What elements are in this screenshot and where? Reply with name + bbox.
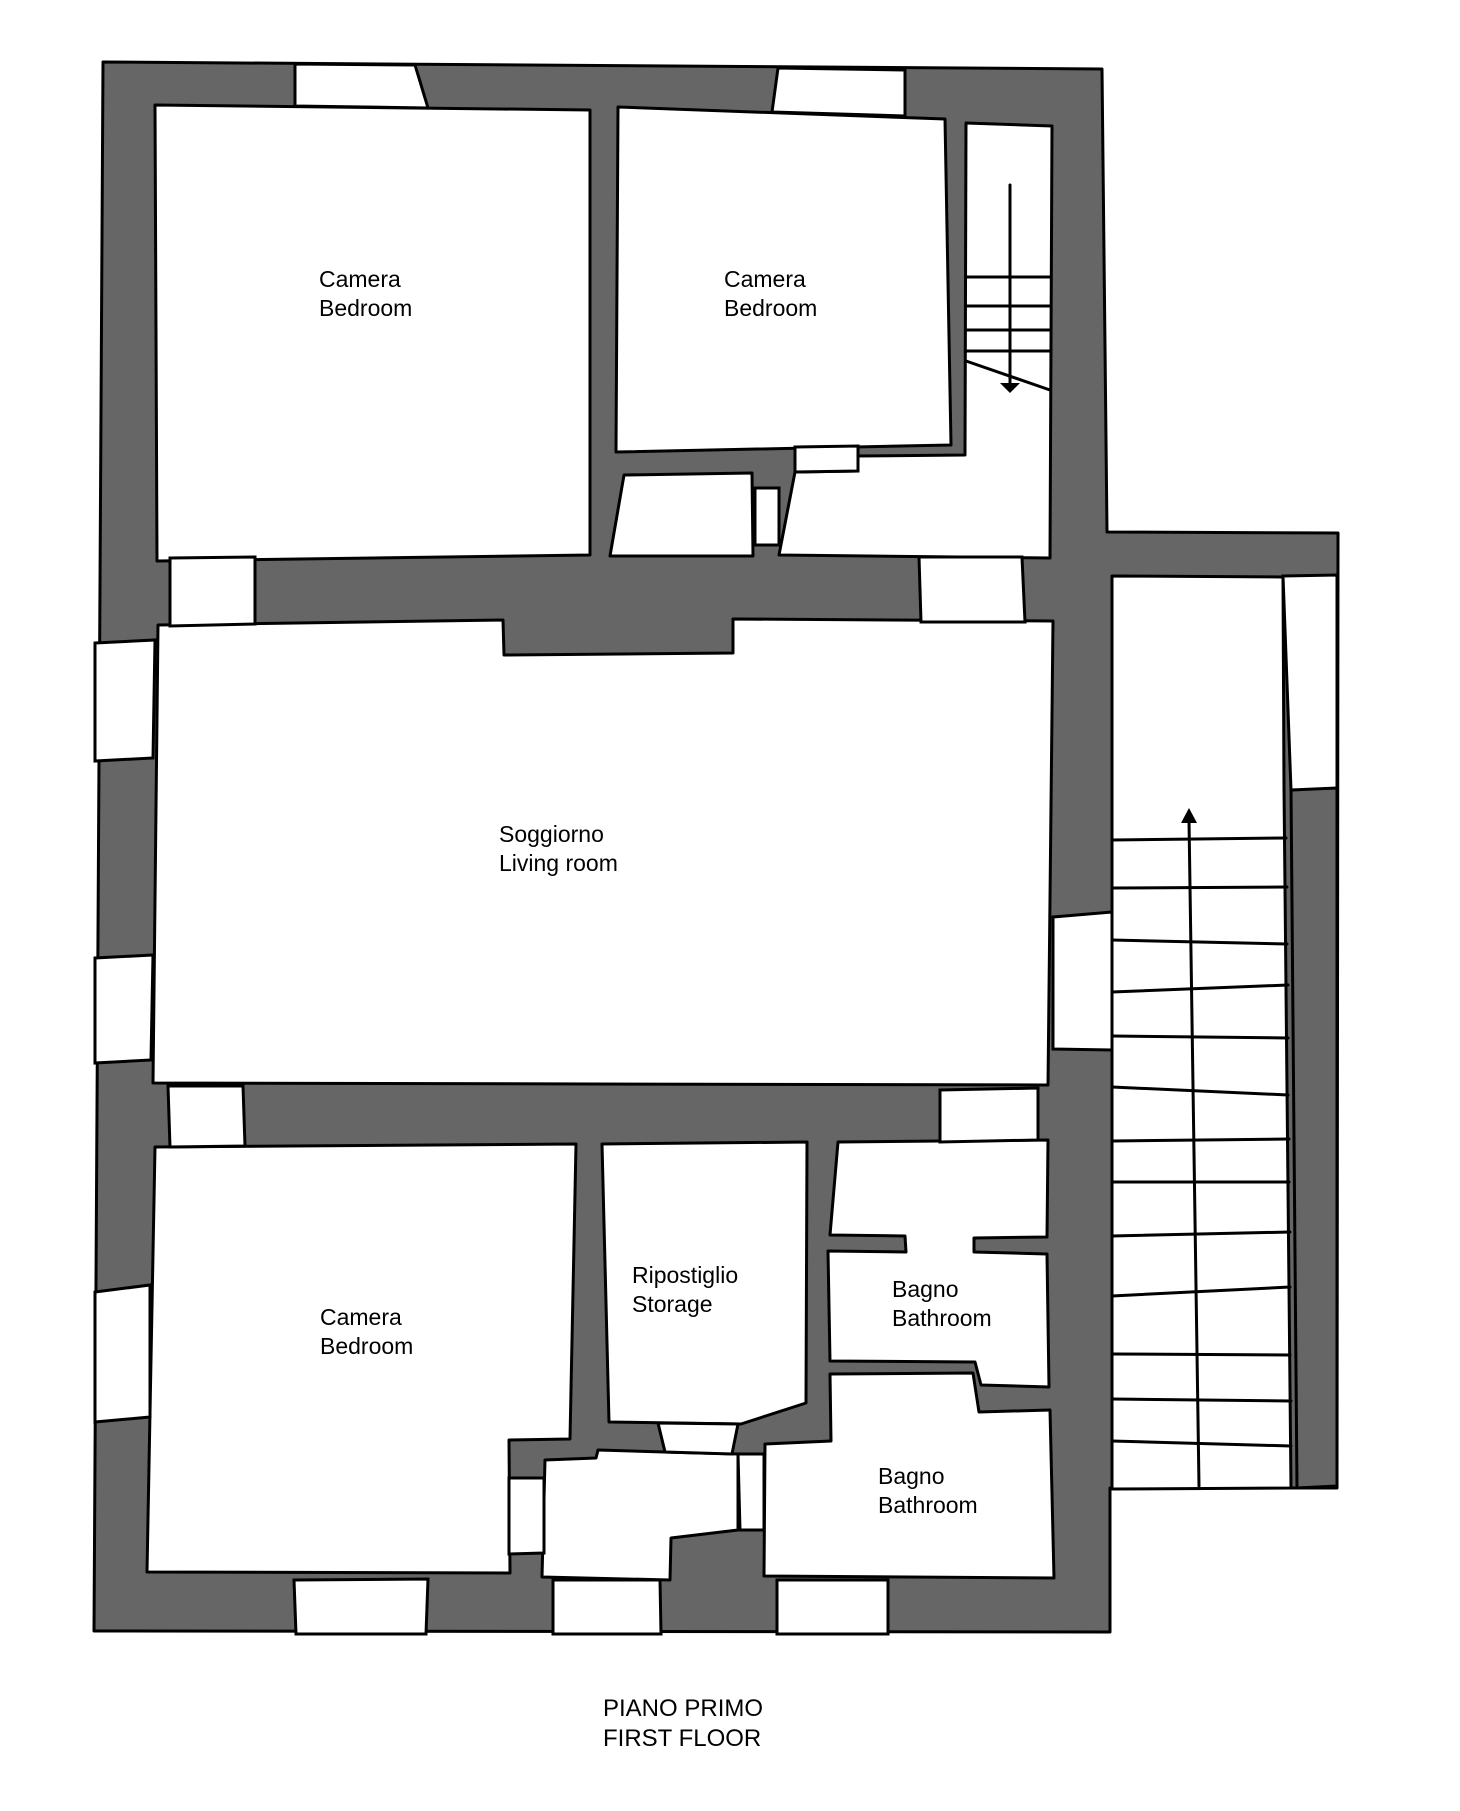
room-living-room — [151, 617, 1055, 1087]
window-left-1[interactable] — [93, 638, 157, 763]
stair-tread — [1110, 1439, 1293, 1448]
stair-direction-line — [1187, 818, 1201, 1488]
door-living-bedroom-bl[interactable] — [166, 1084, 247, 1149]
stair-tread — [1110, 836, 1288, 842]
stair-tread — [1110, 1285, 1292, 1298]
window-right-1[interactable] — [1051, 910, 1114, 1052]
label-bathroom-lower-it: Bagno — [878, 1463, 945, 1489]
door-bedroom-tl-living[interactable] — [168, 555, 257, 628]
room-bathroom-lower — [762, 1371, 1056, 1580]
window-bottom-1[interactable] — [292, 1577, 430, 1636]
label-bathroom-upper-en: Bathroom — [892, 1305, 992, 1331]
door-living-bath[interactable] — [938, 1086, 1040, 1144]
label-bedroom-bottom-left-en: Bedroom — [320, 1333, 413, 1359]
door-storage-hall[interactable] — [656, 1421, 740, 1456]
room-bedroom-bottom-left — [145, 1142, 578, 1575]
stair-tread — [964, 359, 1052, 392]
window-bottom-3[interactable] — [775, 1578, 890, 1636]
floor-title-en: FIRST FLOOR — [603, 1725, 761, 1752]
door-hall-living[interactable] — [917, 555, 1027, 624]
stair-tread — [1110, 938, 1289, 946]
label-living-room-en: Living room — [499, 850, 618, 876]
stair-tread — [1110, 1230, 1292, 1238]
door-bedroom-bl-hall[interactable] — [507, 1476, 546, 1556]
stair-tread — [1110, 885, 1289, 890]
room-bedroom-top-left — [153, 103, 592, 563]
window-top-1[interactable] — [293, 62, 431, 110]
door-bedroom-tr[interactable] — [793, 444, 860, 474]
label-bedroom-top-left-it: Camera — [319, 266, 401, 292]
stair-tread — [1110, 983, 1290, 994]
window-left-2[interactable] — [93, 953, 155, 1065]
stair-tread — [1110, 1137, 1291, 1143]
stair-tread — [1110, 1352, 1292, 1357]
room-small-landing — [608, 471, 755, 558]
label-bedroom-top-right-en: Bedroom — [724, 295, 817, 321]
label-bedroom-bottom-left-it: Camera — [320, 1304, 402, 1330]
stair-side-wall — [1289, 786, 1339, 1490]
window-left-3[interactable] — [93, 1283, 152, 1424]
window-bottom-2[interactable] — [551, 1578, 663, 1636]
room-exterior-stair — [1110, 574, 1293, 1491]
window-top-2[interactable] — [770, 66, 907, 118]
door-hall-bath[interactable] — [736, 1452, 766, 1532]
stair-tread — [1110, 1085, 1290, 1097]
room-bathroom-upper — [826, 1138, 1051, 1389]
label-storage-it: Ripostiglio — [632, 1262, 738, 1288]
label-living-room-it: Soggiorno — [499, 821, 604, 847]
label-bathroom-lower-en: Bathroom — [878, 1492, 978, 1518]
label-bedroom-top-left-en: Bedroom — [319, 295, 412, 321]
window-stair-right[interactable] — [1281, 573, 1339, 792]
stair-tread — [1110, 1034, 1290, 1040]
door-landing-small[interactable] — [753, 486, 781, 547]
label-bedroom-top-right-it: Camera — [724, 266, 806, 292]
stair-arrow-icon — [1000, 383, 1020, 393]
stair-tread — [1110, 1397, 1293, 1403]
floor-title-it: PIANO PRIMO — [603, 1695, 763, 1722]
room-storage — [600, 1140, 809, 1426]
stair-arrow-icon — [1181, 808, 1197, 823]
label-storage-en: Storage — [632, 1291, 713, 1317]
label-bathroom-upper-it: Bagno — [892, 1276, 959, 1302]
